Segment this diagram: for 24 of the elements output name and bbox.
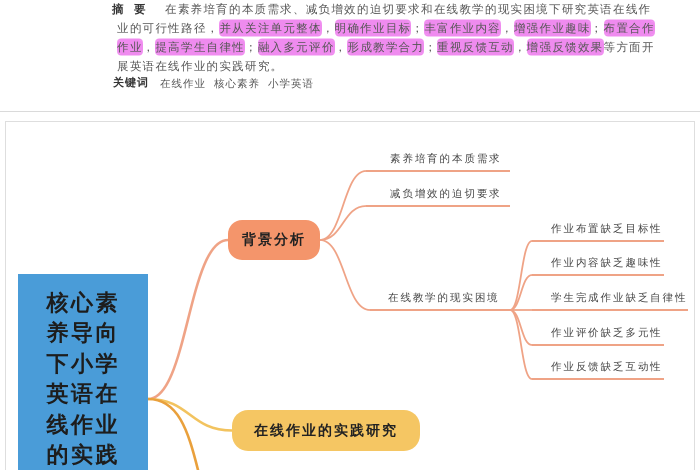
branch-line [146,238,230,400]
branch-line [319,239,371,311]
underlined-topic: 在线教学的现实困境 [370,290,510,311]
underlined-topic: 作业内容缺乏趣味性 [532,255,664,276]
topic-box: 在线作业的实践研究 [232,410,420,451]
branch-line [509,274,533,311]
branch-line [509,309,533,346]
branch-line [509,309,533,380]
keyword-text: 小学英语 [268,76,314,92]
branch-line [319,205,367,241]
underlined-topic: 作业布置缺乏目标性 [532,221,664,242]
keyword-heading: 关键词 [113,75,149,91]
keyword-text: 核心素养 [214,76,260,92]
branch-line [509,240,533,311]
topic-box: 背景分析 [228,220,320,260]
underlined-topic: 学生完成作业缺乏自律性 [532,290,688,311]
underlined-topic: 减负增效的迫切要求 [366,186,510,207]
keyword-text: 在线作业 [160,76,206,92]
branch-line [146,398,200,470]
underlined-topic: 作业反馈缺乏互动性 [532,359,664,380]
heading-text: 摘 要 [112,1,150,18]
underlined-topic: 素养培育的本质需求 [366,151,510,172]
underlined-topic: 作业评价缺乏多元性 [532,325,664,346]
central-topic-box: 核心素养导向下小学英语在线作业的实践 [18,274,148,470]
